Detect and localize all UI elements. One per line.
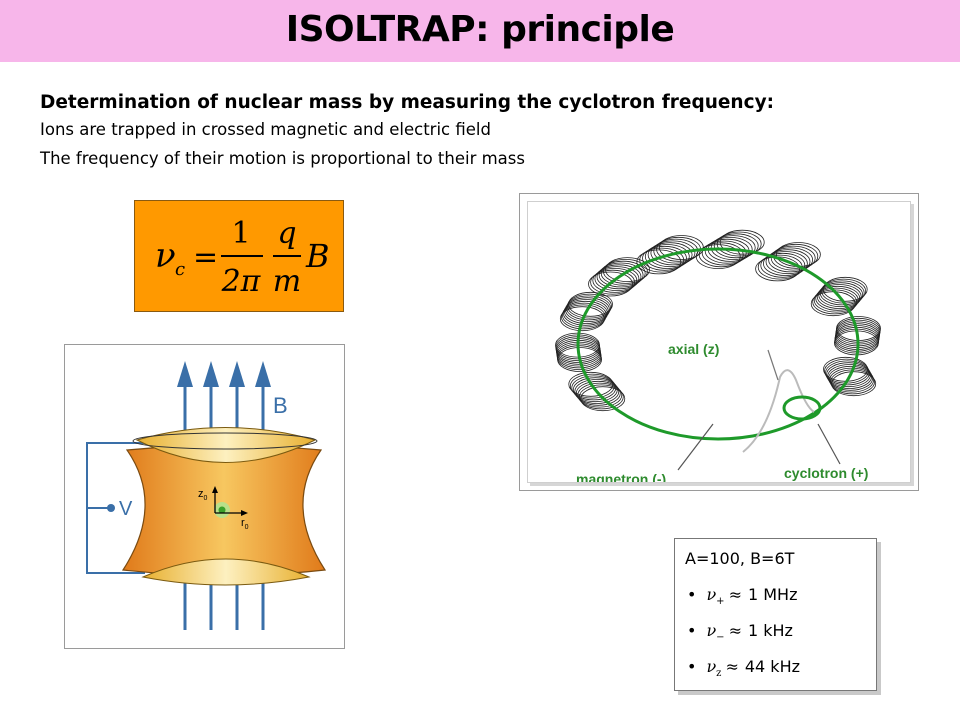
- freq-item-plus: •ν+≈1 MHz: [687, 585, 798, 607]
- coil-loop: [562, 302, 607, 328]
- coil-loop: [768, 247, 814, 273]
- freq-item-z: •νz≈44 kHz: [687, 657, 800, 679]
- cyclotron-formula-box: ν c = 1 2π q m B: [134, 200, 344, 312]
- coil-loop: [762, 251, 808, 276]
- coil-loop: [698, 242, 744, 268]
- coil-loop: [642, 245, 687, 271]
- coil-loop: [575, 380, 621, 406]
- coil-loop: [647, 242, 693, 268]
- coil-loop: [563, 300, 608, 326]
- coil-loop: [598, 262, 644, 288]
- formula-den2: m: [273, 264, 301, 299]
- axial-label: axial (z): [668, 341, 719, 357]
- cyclotron-orbit: [782, 395, 822, 421]
- formula-den1: 2π: [221, 264, 262, 299]
- coil-loop: [760, 252, 806, 278]
- coil-loop: [596, 264, 642, 290]
- coil-loop: [713, 233, 759, 259]
- coil-loop: [574, 379, 620, 404]
- magnetron-orbit: [576, 247, 860, 441]
- coil-loop: [770, 245, 816, 271]
- penning-trap-diagram: B V z0 r0: [64, 344, 345, 649]
- coil-loop: [695, 244, 741, 269]
- coil-loop: [765, 249, 811, 275]
- voltage-label: V: [119, 498, 133, 520]
- body-line-2: The frequency of their motion is proport…: [40, 149, 525, 168]
- ion-motion-svg: axial (z) magnetron (-) cyclotron (+): [555, 229, 881, 487]
- slide-heading: Determination of nuclear mass by measuri…: [40, 92, 775, 113]
- coil-loop: [710, 235, 756, 260]
- magnetron-label: magnetron (-): [576, 471, 666, 482]
- coil-loop: [559, 306, 605, 332]
- body-line-1: Ions are trapped in crossed magnetic and…: [40, 120, 491, 139]
- coil-loop: [813, 287, 859, 313]
- coil-loop: [636, 249, 682, 275]
- formula-nu: ν: [155, 236, 176, 276]
- axial-oscillation: [742, 369, 815, 453]
- coil-loop: [650, 240, 696, 266]
- coil-loop: [829, 367, 875, 393]
- formula-b: B: [305, 237, 330, 275]
- coil-loop: [557, 347, 602, 372]
- z0-label: z0: [198, 488, 208, 502]
- field-label-b: B: [273, 393, 288, 418]
- frequency-box: A=100, B=6T •ν+≈1 MHz •ν−≈1 kHz •νz≈44 k…: [674, 538, 877, 691]
- coil-loop: [831, 371, 877, 397]
- cyclotron-label: cyclotron (+): [784, 465, 868, 481]
- frequency-header: A=100, B=6T: [685, 549, 795, 568]
- r0-label: r0: [241, 517, 249, 531]
- formula-nu-sub: c: [175, 259, 185, 280]
- title-band: [0, 0, 960, 62]
- coil-loop: [644, 244, 690, 269]
- coil-loop: [594, 266, 640, 291]
- coil-loop: [815, 285, 861, 311]
- terminal-dot-left: [107, 504, 115, 512]
- formula-equals: =: [193, 240, 218, 275]
- coil-loop: [561, 304, 606, 330]
- coil-loop: [588, 271, 633, 297]
- coil-loop: [816, 284, 862, 309]
- lower-endcap: [141, 558, 311, 586]
- coil-loop: [701, 240, 747, 266]
- coil-loop: [639, 247, 685, 273]
- coil-loop: [719, 229, 765, 255]
- cyclotron-formula: ν c = 1 2π q m B: [155, 216, 330, 299]
- coil-loop: [578, 384, 624, 410]
- formula-num2: q: [277, 216, 296, 251]
- penning-trap-svg: B V z0 r0: [86, 361, 327, 630]
- coil-loop: [590, 269, 635, 295]
- ion-motion-diagram: axial (z) magnetron (-) cyclotron (+): [527, 201, 911, 487]
- slide-title: ISOLTRAP: principle: [285, 9, 675, 50]
- coil-loop: [716, 231, 762, 257]
- coil-loop: [828, 365, 874, 391]
- coil-loop: [592, 268, 638, 293]
- freq-item-minus: •ν−≈1 kHz: [687, 621, 793, 643]
- formula-num1: 1: [231, 216, 250, 251]
- upper-endcap: [135, 427, 317, 463]
- coil-loop: [577, 382, 623, 408]
- magnetron-coils: [555, 229, 881, 412]
- coil-loop: [580, 386, 626, 412]
